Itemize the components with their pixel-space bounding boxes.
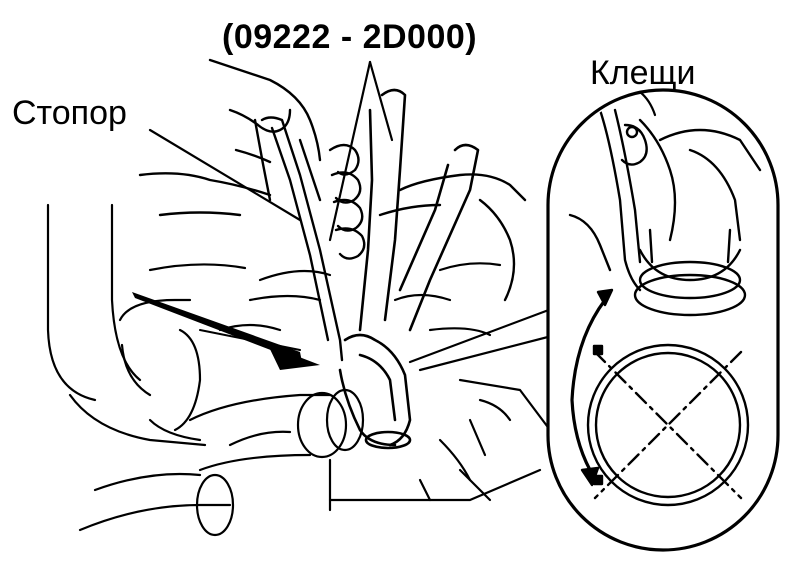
engine-block-outline bbox=[46, 203, 562, 537]
detail-capsule bbox=[546, 88, 780, 552]
direction-arrow bbox=[132, 292, 320, 370]
stopper-tool bbox=[260, 116, 344, 362]
pliers-leader bbox=[638, 90, 657, 117]
hand-left bbox=[138, 58, 322, 217]
stopper-label: Стопор bbox=[12, 94, 127, 132]
hand-right bbox=[328, 143, 527, 302]
valve-spring-compressor bbox=[338, 88, 480, 450]
stopper-leader bbox=[148, 128, 302, 222]
part-number-leaders bbox=[328, 60, 394, 242]
part-number-label: (09222 - 2D000) bbox=[222, 18, 478, 56]
pliers-label: Клещи bbox=[590, 54, 696, 92]
